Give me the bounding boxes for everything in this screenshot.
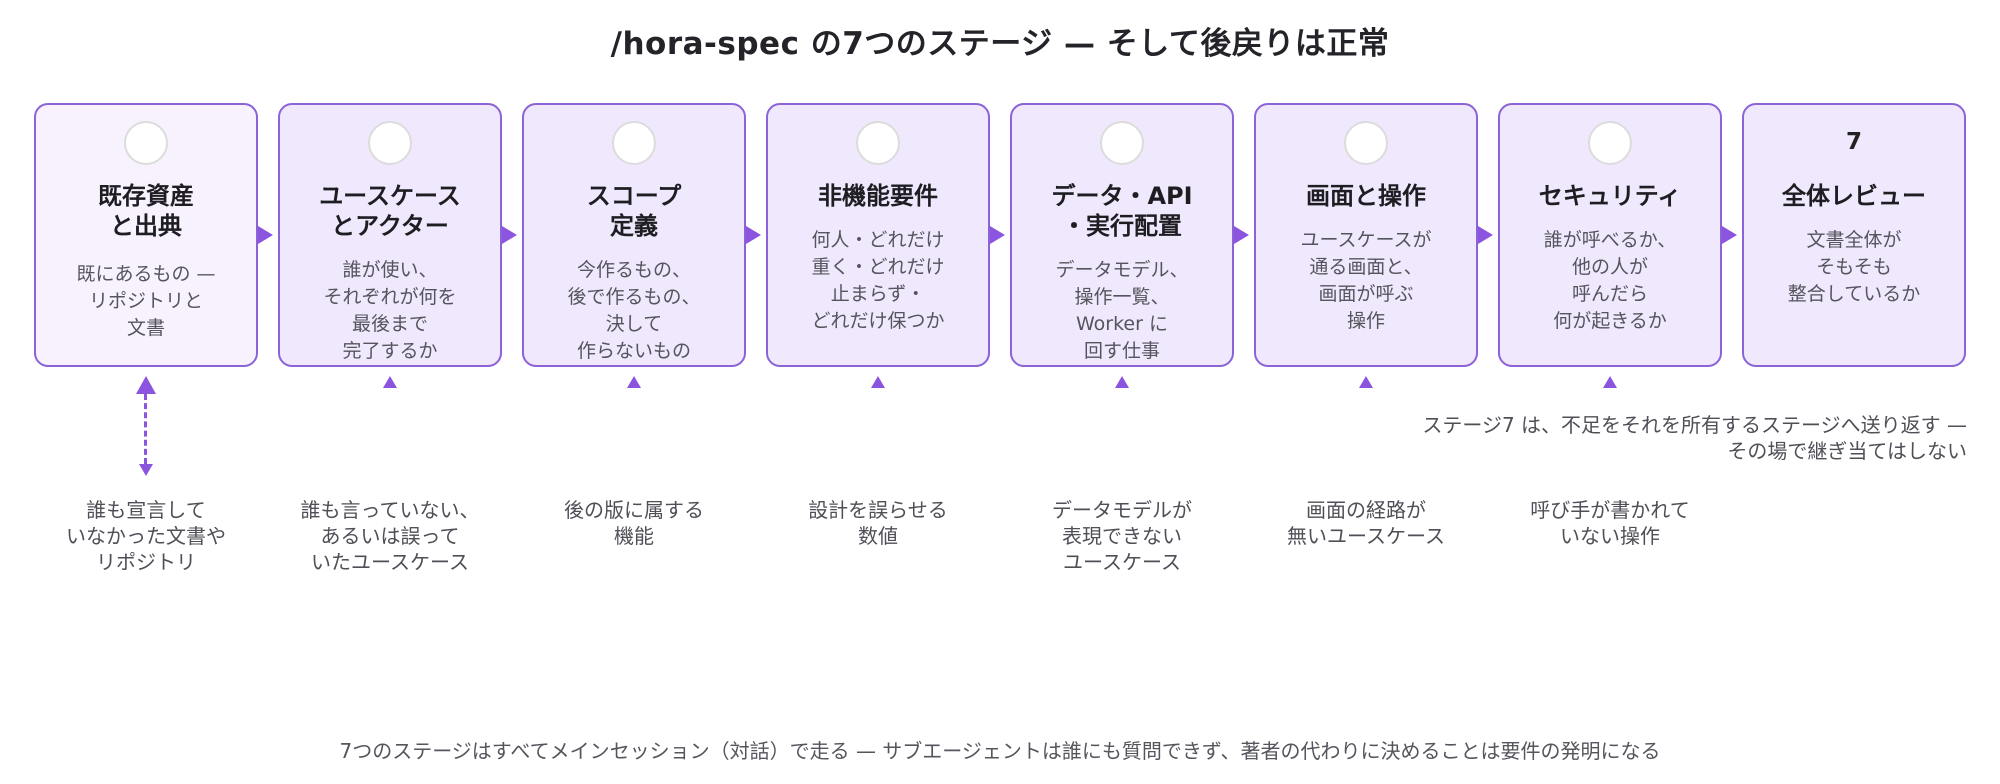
arrow-6-7 [1478,226,1493,244]
stage-3-desc: 今作るもの、 後で作るもの、 決して 作らないもの [567,259,701,362]
return-marker-2 [383,376,397,388]
stage-1-name: 既存資産 と出典 [98,182,194,240]
return-dashed-line [144,394,147,464]
stage-5-desc: データモデル、 操作一覧、 Worker に 回す仕事 [1055,259,1189,362]
stage-1-box: 既存資産 と出典 既にあるもの — リポジトリと 文書 [34,103,258,367]
stage-5-box: データ・API ・実行配置 データモデル、 操作一覧、 Worker に 回す仕… [1010,103,1234,367]
stage-3-box: スコープ 定義 今作るもの、 後で作るもの、 決して 作らないもの [522,103,746,367]
stage-4-name: 非機能要件 [818,182,938,210]
stage-2-box: ユースケース とアクター 誰が使い、 それぞれが何を 最後まで 完了するか [278,103,502,367]
return-arrowhead-1 [136,376,156,394]
stage-review-number: 7 [1845,129,1862,155]
stage-7-circle [1588,121,1632,165]
stage-3-name: スコープ 定義 [586,182,682,240]
stage-7-desc: 誰が呼べるか、 他の人が 呼んだら 何が起きるか [1543,229,1677,332]
gap-label-7: 呼び手が書かれて いない操作 [1530,498,1690,548]
gap-label-3: 後の版に属する 機能 [564,498,704,548]
stage-3-circle [612,121,656,165]
stage-7-box: セキュリティ 誰が呼べるか、 他の人が 呼んだら 何が起きるか [1498,103,1722,367]
stage-2-circle [368,121,412,165]
stage-5-circle [1100,121,1144,165]
stage-6-box: 画面と操作 ユースケースが 通る画面と、 画面が呼ぶ 操作 [1254,103,1478,367]
stage-6-desc: ユースケースが 通る画面と、 画面が呼ぶ 操作 [1300,229,1432,332]
gap-label-5: データモデルが 表現できない ユースケース [1052,498,1192,574]
footer-note: 7つのステージはすべてメインセッション（対話）で走る — サブエージェントは誰に… [339,739,1661,763]
stage-6-circle [1344,121,1388,165]
stage-4-box: 非機能要件 何人・どれだけ 重く・どれだけ 止まらず・ どれだけ保つか [766,103,990,367]
stage-4-desc: 何人・どれだけ 重く・どれだけ 止まらず・ どれだけ保つか [811,229,945,332]
return-marker-7 [1603,376,1617,388]
arrow-1-2 [258,226,273,244]
stage-1-desc: 既にあるもの — リポジトリと 文書 [76,263,216,339]
stage-review-box: 7 全体レビュー 文書全体が そもそも 整合しているか [1742,103,1966,367]
stage-1-circle [124,121,168,165]
arrow-7-8 [1722,226,1737,244]
return-marker-4 [871,376,885,388]
arrow-2-3 [502,226,517,244]
diagram-title: /hora-spec の7つのステージ — そして後戻りは正常 [610,26,1390,62]
stage-2-name: ユースケース とアクター [319,182,461,240]
stage7-note: ステージ7 は、不足をそれを所有するステージへ送り返す — その場で継ぎ当てはし… [1422,413,1967,463]
gap-label-2: 誰も言っていない、 あるいは誤って いたユースケース [300,498,480,574]
arrow-5-6 [1234,226,1249,244]
stage-review-name: 全体レビュー [1782,182,1926,210]
gap-label-1: 誰も宣言して いなかった文書や リポジトリ [66,498,226,574]
stage-7-name: セキュリティ [1538,182,1682,210]
arrow-3-4 [746,226,761,244]
return-marker-6 [1359,376,1373,388]
stage-4-circle [856,121,900,165]
gap-label-4: 設計を誤らせる 数値 [808,498,948,548]
return-marker-5 [1115,376,1129,388]
stage-2-desc: 誰が使い、 それぞれが何を 最後まで 完了するか [323,259,457,362]
stage-5-name: データ・API ・実行配置 [1051,182,1193,240]
return-marker-3 [627,376,641,388]
arrow-4-5 [990,226,1005,244]
return-arrowhead-down [139,464,153,476]
gap-label-6: 画面の経路が 無いユースケース [1287,498,1445,548]
stage-review-desc: 文書全体が そもそも 整合しているか [1787,229,1921,305]
stage-6-name: 画面と操作 [1306,182,1426,210]
